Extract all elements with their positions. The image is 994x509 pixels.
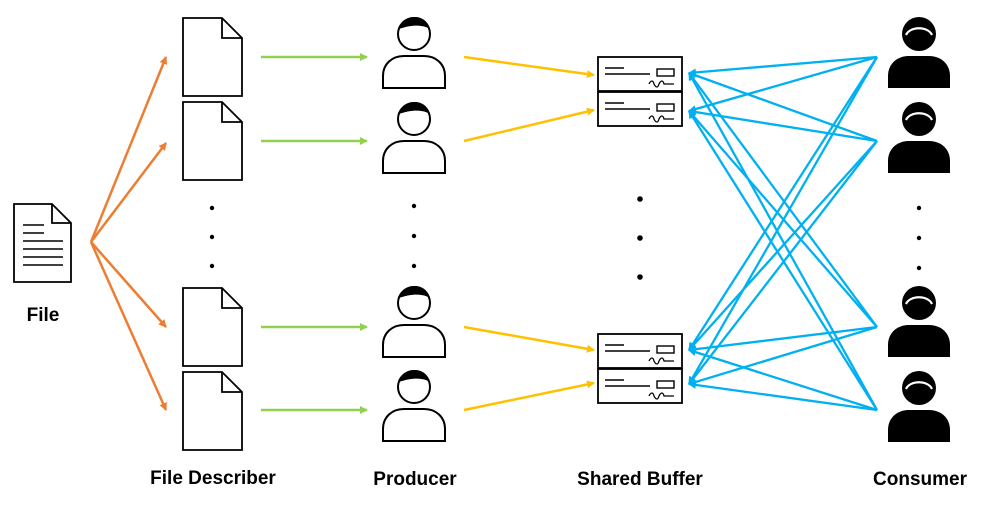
arrow-producer-to-buffer-1 [463, 55, 595, 79]
arrow-consumer-to-buffer [688, 55, 878, 113]
blank-page-icon [182, 287, 243, 367]
arrow-file-to-describer-3 [90, 241, 167, 328]
arrow-consumer-to-buffer [688, 110, 878, 328]
label-file: File [27, 305, 60, 326]
ellipsis-icon [637, 196, 643, 280]
arrow-file-to-describer-4 [89, 241, 168, 411]
buffer-slot-icon [597, 368, 683, 404]
arrow-producer-to-buffer-3 [463, 325, 595, 353]
label-file-describer: File Describer [150, 468, 276, 489]
person-outline-icon [382, 17, 446, 89]
person-filled-icon [888, 371, 950, 442]
producer-to-buffer-arrows [463, 55, 595, 412]
arrow-consumer-to-buffer [687, 72, 879, 411]
ellipsis-icon [916, 205, 922, 271]
arrow-consumer-to-buffer [688, 71, 878, 143]
ellipsis-icon [411, 203, 417, 269]
arrow-consumer-to-buffer [688, 108, 878, 143]
ellipsis-icon [209, 205, 215, 269]
file-to-describer-arrows [89, 56, 168, 411]
buffer-slot-icon [597, 91, 683, 127]
blank-page-icon [182, 371, 243, 451]
arrow-consumer-to-buffer [688, 380, 878, 412]
arrow-consumer-to-buffer [688, 140, 878, 351]
person-filled-icon [888, 17, 950, 88]
shared-buffer-column [597, 56, 683, 404]
arrow-file-to-describer-2 [90, 142, 167, 243]
document-icon [13, 203, 72, 283]
arrow-consumer-to-buffer [688, 72, 878, 328]
describer-to-producer-arrows [261, 53, 368, 414]
arrow-consumer-to-buffer [688, 55, 878, 77]
arrow-consumer-to-buffer [688, 325, 878, 386]
blank-page-icon [182, 17, 243, 97]
arrow-producer-to-buffer-2 [463, 107, 595, 143]
arrow-file-to-describer-1 [89, 56, 168, 243]
label-shared-buffer: Shared Buffer [577, 469, 703, 490]
label-consumer: Consumer [873, 469, 968, 490]
blank-page-icon [182, 101, 243, 181]
person-filled-icon [888, 102, 950, 173]
label-producer: Producer [373, 469, 457, 490]
arrow-consumer-to-buffer [688, 56, 878, 351]
person-filled-icon [888, 286, 950, 357]
arrow-consumer-to-buffer [688, 348, 878, 412]
buffer-slot-icon [597, 56, 683, 92]
file-describer-column [182, 17, 243, 451]
arrow-consumer-to-buffer [688, 110, 878, 411]
consumer-to-buffer-arrows [687, 55, 879, 412]
person-outline-icon [382, 102, 446, 174]
arrow-consumer-to-buffer [688, 325, 878, 354]
buffer-slot-icon [597, 333, 683, 369]
person-outline-icon [382, 370, 446, 442]
person-outline-icon [382, 286, 446, 358]
arrow-producer-to-buffer-4 [463, 380, 595, 412]
consumer-column [888, 17, 950, 442]
producer-column [382, 17, 446, 442]
